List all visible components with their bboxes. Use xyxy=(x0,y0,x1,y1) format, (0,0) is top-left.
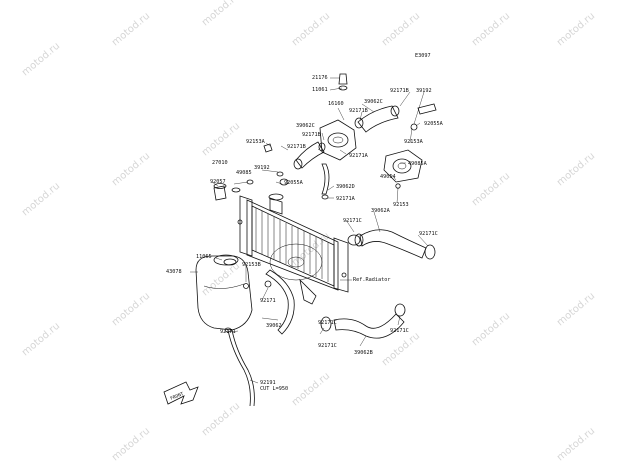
part-label-92055a-right: 92055A xyxy=(424,121,444,127)
part-label-92153b: 92153B xyxy=(242,262,261,268)
part-label-49085: 49085 xyxy=(236,170,252,176)
part-label-92057: 92057 xyxy=(210,179,226,185)
part-label-49085a: 49085A xyxy=(408,161,428,167)
part-label-92171-a: 92171 xyxy=(260,298,276,304)
part-label-92153a-left: 92153A xyxy=(246,139,266,145)
hose-39062b xyxy=(320,303,406,339)
part-label-16160: 16160 xyxy=(328,101,344,107)
part-label-39062a: 39062A xyxy=(371,208,391,214)
part-label-92171c-3: 92171C xyxy=(318,320,337,326)
part-label-11061: 11061 xyxy=(312,87,328,93)
part-label-92171c-2: 92171C xyxy=(419,231,438,237)
reference-label-radiator: Ref.Radiator xyxy=(353,277,390,283)
part-label-92171b-top: 92171B xyxy=(390,88,409,94)
cut-length-note: CUT L=950 xyxy=(260,386,288,392)
part-label-43078: 43078 xyxy=(166,269,182,275)
part-label-21176: 21176 xyxy=(312,75,328,81)
hose-39062a xyxy=(354,229,436,260)
water-pump-cover xyxy=(383,103,437,189)
part-label-92171a-low: 92171A xyxy=(336,196,356,202)
radiator xyxy=(237,193,361,305)
part-label-39192-left: 39192 xyxy=(254,165,270,171)
thermostat-housing xyxy=(293,73,400,200)
part-label-92153a-right: 92153A xyxy=(404,139,424,145)
reservoir-tank xyxy=(195,254,295,407)
part-label-39062c-left: 39062C xyxy=(296,123,315,129)
part-labels: E3097 21176 11061 16160 39062C 92171B 92… xyxy=(166,53,444,402)
part-label-92171-b: 92171 xyxy=(220,329,236,335)
front-arrow xyxy=(163,381,199,405)
part-label-11065: 11065 xyxy=(196,254,212,260)
part-label-39192-right: 39192 xyxy=(416,88,432,94)
part-label-27010: 27010 xyxy=(212,160,228,166)
part-label-92153: 92153 xyxy=(393,202,409,208)
leader-lines xyxy=(190,77,429,384)
part-label-92191: 92191 xyxy=(260,380,276,386)
part-label-92171b-right: 92171B xyxy=(287,144,306,150)
part-label-92171a-mid: 92171A xyxy=(349,153,369,159)
part-label-92171b-left: 92171B xyxy=(302,132,321,138)
part-label-92055a-left: 92055A xyxy=(284,180,304,186)
part-label-92171c-1: 92171C xyxy=(343,218,362,224)
diagram-code: E3097 xyxy=(415,53,431,59)
part-label-39062c-top: 39062C xyxy=(364,99,383,105)
front-label: FRONT xyxy=(170,391,185,402)
part-label-39062: 39062 xyxy=(266,323,282,329)
part-label-39062d: 39062D xyxy=(336,184,355,190)
part-label-92171c-4: 92171C xyxy=(390,328,409,334)
part-label-92171c-5: 92171C xyxy=(318,343,337,349)
part-label-92171b-mid: 92171B xyxy=(349,108,368,114)
part-label-49054: 49054 xyxy=(380,174,396,180)
part-label-39062b: 39062B xyxy=(354,350,373,356)
